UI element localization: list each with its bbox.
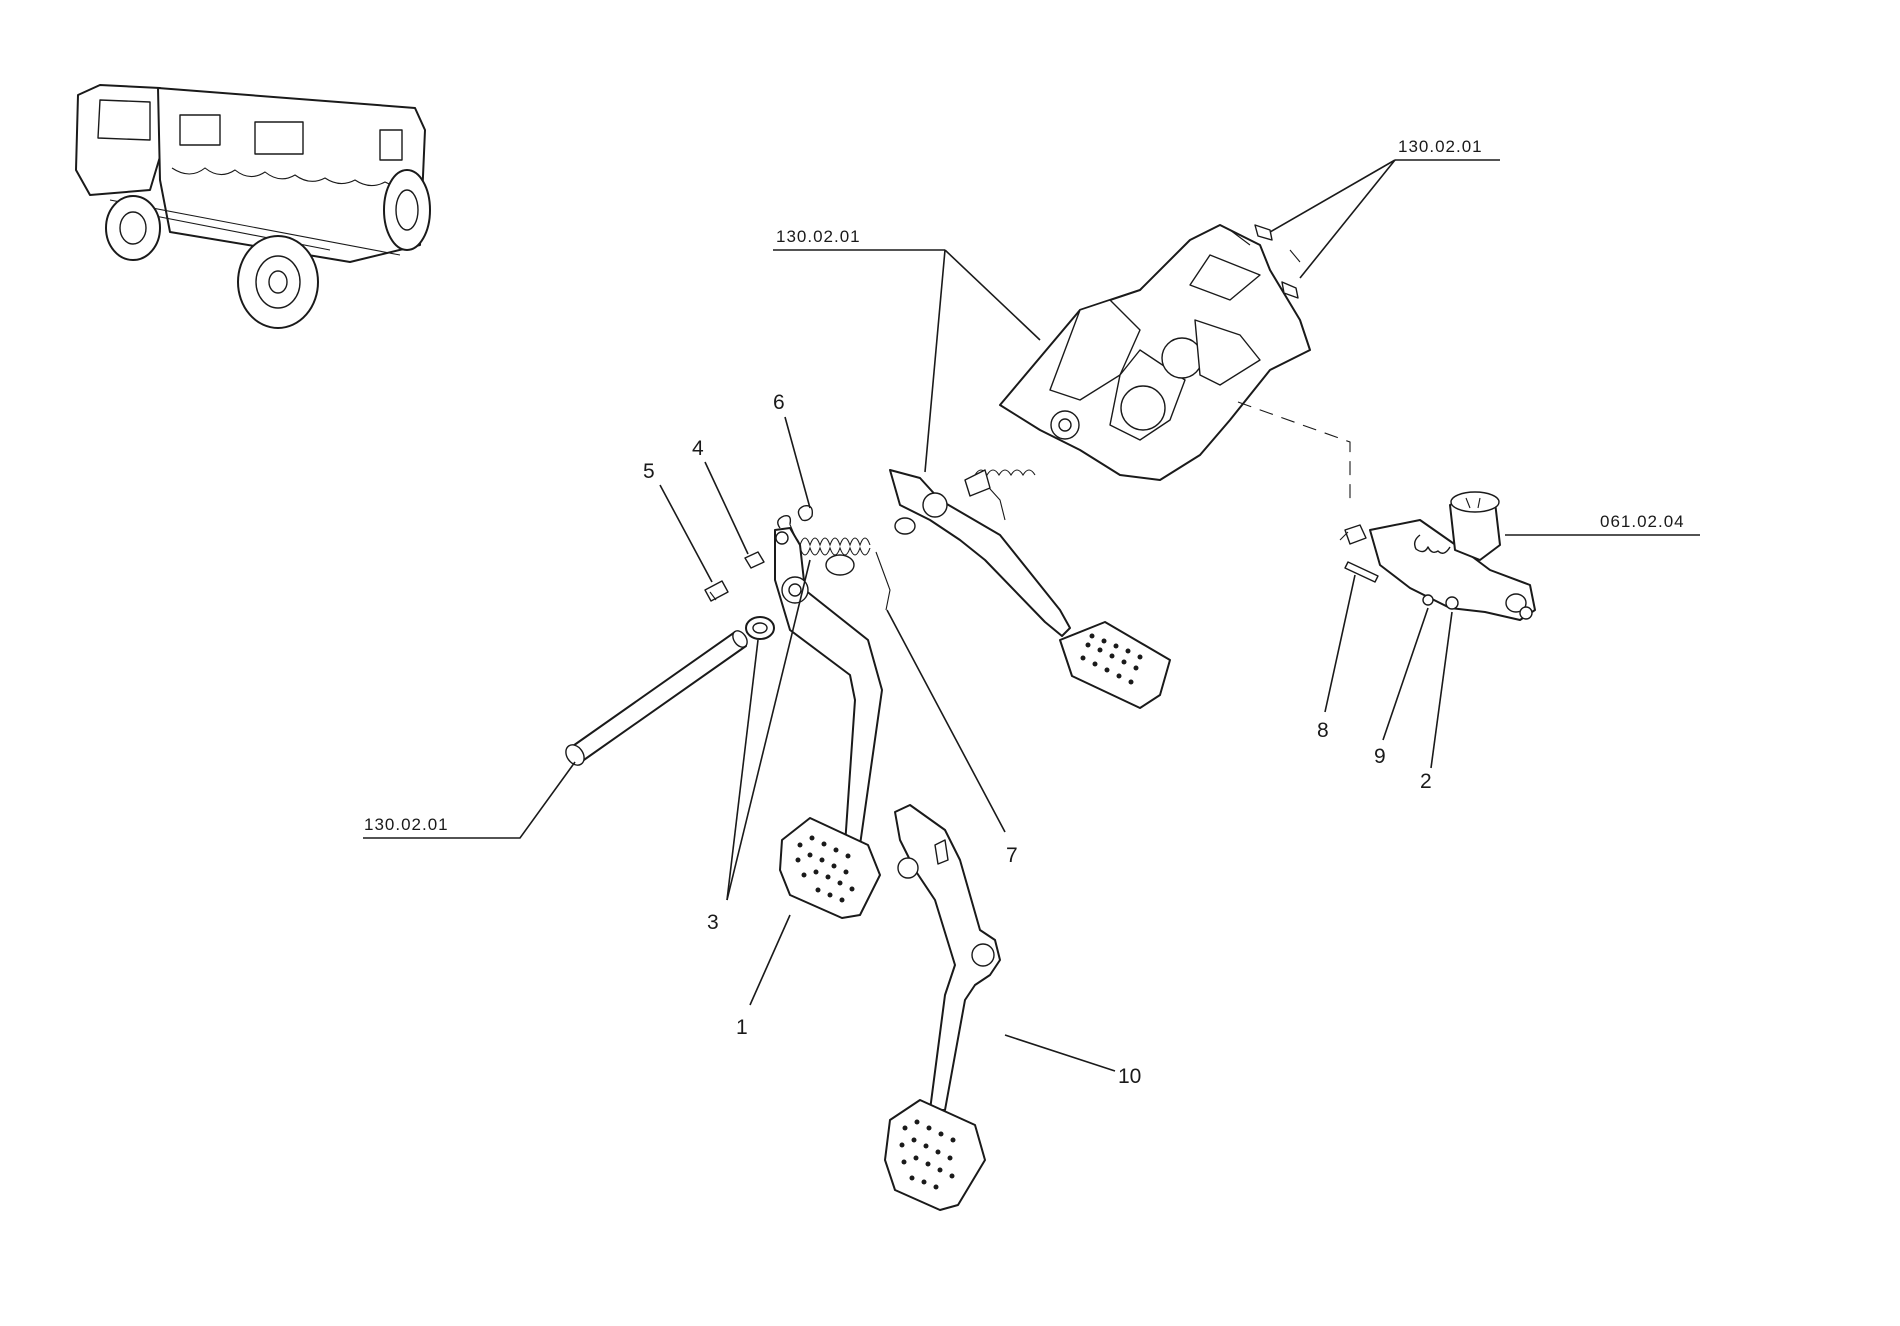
part-label-10: 10 xyxy=(1118,1065,1141,1088)
alignment-line xyxy=(1237,401,1351,505)
part-label-1: 1 xyxy=(736,1016,748,1039)
part-label-8: 8 xyxy=(1317,719,1329,742)
reference-label-shaft: 130.02.01 xyxy=(364,815,449,834)
reference-label-bracket: 130.02.01 xyxy=(776,227,861,246)
vehicle-thumbnail xyxy=(75,84,431,329)
part-label-3: 3 xyxy=(707,911,719,934)
clutch-pedal xyxy=(774,527,883,919)
accelerator-pedal xyxy=(884,804,1001,1211)
screw-item-5 xyxy=(704,580,729,602)
part-label-9: 9 xyxy=(1374,745,1386,768)
part-label-4: 4 xyxy=(692,437,704,460)
part-label-2: 2 xyxy=(1420,770,1432,793)
pedal-shaft xyxy=(565,630,748,766)
leader-lines xyxy=(363,159,1700,1072)
pin-item-4 xyxy=(744,551,765,569)
master-cylinder xyxy=(1339,491,1536,621)
reference-label-cylinder: 061.02.04 xyxy=(1600,512,1685,531)
return-spring-assembly xyxy=(777,505,916,611)
part-label-6: 6 xyxy=(773,391,785,414)
part-label-5: 5 xyxy=(643,460,655,483)
bush-item-3 xyxy=(745,616,775,640)
brake-pedal xyxy=(889,469,1171,709)
part-label-7: 7 xyxy=(1006,844,1018,867)
pedal-bracket-housing xyxy=(999,224,1311,481)
reference-label-top-right: 130.02.01 xyxy=(1398,137,1483,156)
